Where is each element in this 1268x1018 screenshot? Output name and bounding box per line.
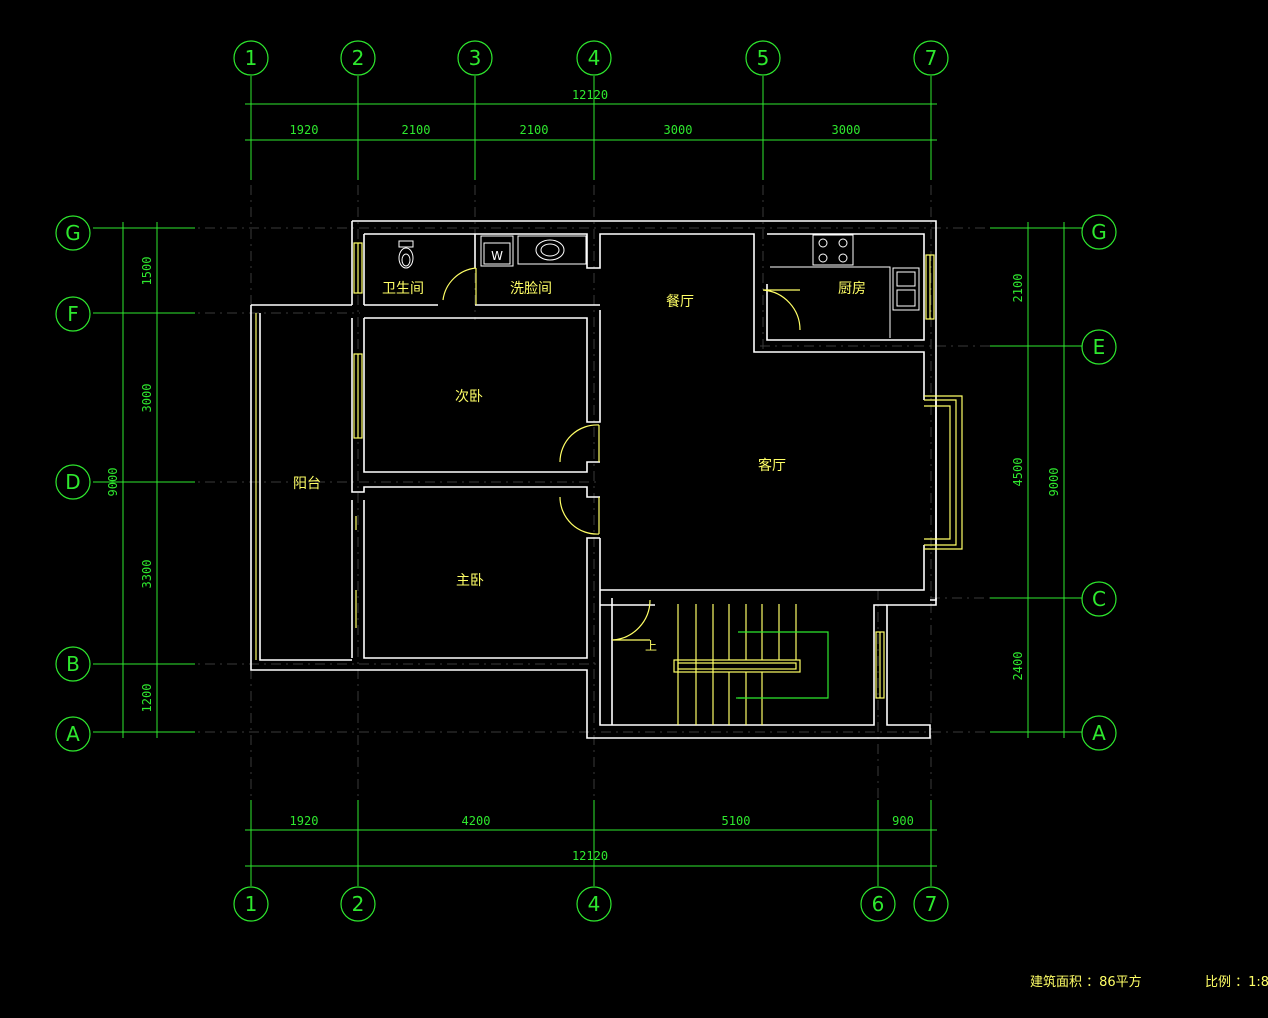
sink-icon	[892, 267, 920, 311]
dim-right-total: 9000	[1047, 468, 1061, 497]
dim-left-seg: 3000	[140, 384, 154, 413]
svg-text:B: B	[66, 652, 80, 676]
fixtures: W	[398, 234, 920, 338]
room-labels: 卫生间 洗脸间 餐厅 厨房 次卧 客厅 阳台 主卧 上	[293, 281, 866, 653]
windows	[255, 242, 963, 699]
room-label-bathroom: 卫生间	[382, 281, 424, 297]
dim-left-seg: 3300	[140, 560, 154, 589]
dim-right-seg: 4500	[1011, 458, 1025, 487]
axis-bubble-bottom: 7	[913, 886, 949, 922]
svg-text:G: G	[1091, 220, 1107, 244]
axis-bubble-left: F	[55, 296, 91, 332]
axis-bubbles: 1 2 3 4 5 7 1 2 4 6 7 G F D B A G E C A	[55, 40, 1117, 922]
stove-icon	[812, 234, 854, 266]
dim-bottom-seg: 1920	[290, 814, 319, 828]
axis-bubble-top: 7	[913, 40, 949, 76]
svg-text:E: E	[1093, 335, 1106, 359]
axis-bubble-left: A	[55, 716, 91, 752]
dim-top-seg: 1920	[290, 123, 319, 137]
svg-text:3: 3	[469, 46, 482, 70]
axis-bubble-bottom: 1	[233, 886, 269, 922]
axis-bubble-top: 5	[745, 40, 781, 76]
toilet-icon	[398, 240, 414, 269]
dim-right-seg: 2100	[1011, 274, 1025, 303]
svg-text:2: 2	[352, 46, 365, 70]
axis-bubble-bottom: 4	[576, 886, 612, 922]
svg-text:4: 4	[588, 892, 601, 916]
svg-text:2: 2	[352, 892, 365, 916]
dimension-lines	[93, 76, 1082, 886]
dim-right-seg: 2400	[1011, 652, 1025, 681]
axis-bubble-left: G	[55, 215, 91, 251]
doors	[442, 267, 801, 641]
svg-text:D: D	[65, 470, 80, 494]
dim-left-seg: 1200	[140, 684, 154, 713]
axis-bubble-right: C	[1081, 581, 1117, 617]
dim-top-seg: 2100	[520, 123, 549, 137]
dim-top-seg: 3000	[832, 123, 861, 137]
room-label-second-bedroom: 次卧	[455, 389, 483, 405]
room-label-washroom: 洗脸间	[510, 281, 552, 297]
dim-bottom-total: 12120	[572, 849, 608, 863]
svg-text:1: 1	[245, 46, 258, 70]
svg-text:4: 4	[588, 46, 601, 70]
washbasin-icon	[517, 235, 587, 265]
washing-machine-icon: W	[480, 235, 514, 267]
dim-left-seg: 1500	[140, 257, 154, 286]
room-label-kitchen: 厨房	[838, 281, 866, 297]
axis-bubble-right: E	[1081, 329, 1117, 365]
dim-bottom-seg: 4200	[462, 814, 491, 828]
dim-top-total: 12120	[572, 88, 608, 102]
axis-bubble-left: D	[55, 464, 91, 500]
axis-bubble-left: B	[55, 646, 91, 682]
svg-text:1: 1	[245, 892, 258, 916]
axis-bubble-top: 1	[233, 40, 269, 76]
walls	[250, 220, 937, 739]
stair-up-label: 上	[645, 639, 657, 653]
dim-left-total: 9000	[106, 468, 120, 497]
dimension-texts: 12120 1920 2100 2100 3000 3000 1920 4200…	[106, 88, 1061, 863]
scale-label: 比例 ：1:80	[1205, 975, 1268, 990]
room-label-living: 客厅	[758, 457, 786, 474]
axis-bubble-top: 3	[457, 40, 493, 76]
staircase	[673, 604, 829, 725]
svg-text:G: G	[65, 221, 81, 245]
axis-bubble-top: 4	[576, 40, 612, 76]
axis-bubble-right: G	[1081, 214, 1117, 250]
svg-text:5: 5	[757, 46, 770, 70]
dim-bottom-seg: 900	[892, 814, 914, 828]
svg-text:A: A	[1092, 721, 1106, 745]
room-label-balcony: 阳台	[293, 476, 321, 492]
axis-bubble-top: 2	[340, 40, 376, 76]
grid-lines	[95, 185, 1080, 880]
building-area-label: 建筑面积 ：86平方	[1030, 974, 1142, 990]
dim-bottom-seg: 5100	[722, 814, 751, 828]
dim-top-seg: 2100	[402, 123, 431, 137]
axis-bubble-right: A	[1081, 715, 1117, 751]
svg-text:6: 6	[872, 892, 885, 916]
svg-text:W: W	[491, 249, 503, 263]
svg-text:C: C	[1092, 587, 1106, 611]
svg-text:7: 7	[925, 46, 938, 70]
room-label-dining: 餐厅	[666, 294, 694, 310]
dim-top-seg: 3000	[664, 123, 693, 137]
axis-bubble-bottom: 2	[340, 886, 376, 922]
svg-text:7: 7	[925, 892, 938, 916]
svg-text:F: F	[67, 302, 79, 326]
svg-text:A: A	[66, 722, 80, 746]
room-label-master-bedroom: 主卧	[456, 573, 484, 589]
axis-bubble-bottom: 6	[860, 886, 896, 922]
